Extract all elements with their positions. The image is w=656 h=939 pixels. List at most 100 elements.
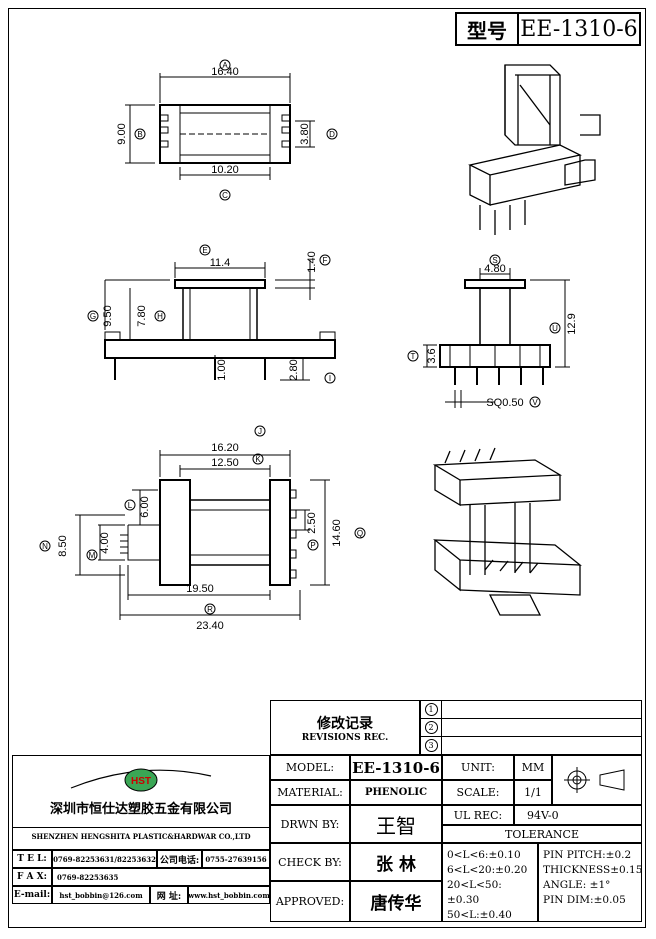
- marker-f: F: [323, 256, 328, 265]
- marker-e: E: [202, 246, 207, 255]
- tolerance-range-3: 20<L<50:±0.30: [447, 879, 502, 906]
- fax-value: 0769-82253635: [52, 868, 270, 886]
- dim-a: 16.40: [211, 66, 239, 78]
- company-block: HST 深圳市恒仕达塑胶五金有限公司 SHENZHEN HENGSHITA PL…: [12, 755, 270, 850]
- pin-pitch-tolerance: PIN PITCH:±0.2: [543, 849, 632, 861]
- email-value: hst_bobbin@126.com: [52, 886, 150, 904]
- drawn-value: 王智: [350, 805, 442, 843]
- revision-mark-1-label: 1: [424, 703, 438, 716]
- approved-value: 唐传华: [350, 881, 442, 922]
- pin-dim-tolerance: PIN DIM:±0.05: [543, 894, 626, 906]
- web-value: www.hst_bobbin.com: [188, 886, 270, 904]
- dim-r: 23.40: [196, 620, 224, 632]
- angle-tolerance: ANGLE: ±1°: [543, 879, 611, 891]
- marker-h: H: [157, 312, 163, 321]
- side-view-drawing: E 11.4 1.40 F 9.50 G 7.80 H 1.00 2.80 I: [87, 244, 336, 384]
- marker-k: K: [255, 455, 261, 464]
- revision-mark-3-label: 3: [424, 739, 438, 752]
- model-value: EE-1310-6: [350, 755, 442, 780]
- tolerance-range-2: 6<L<20:±0.20: [447, 864, 528, 876]
- revision-mark-1: 1: [420, 700, 442, 719]
- dim-t: 3.6: [426, 348, 438, 363]
- revision-row-1: [441, 700, 642, 719]
- dim-p: 2.50: [306, 512, 318, 533]
- tolerance-ranges: 0<L<6:±0.10 6<L<20:±0.20 20<L<50:±0.30 5…: [442, 843, 538, 922]
- ul-label: UL REC:: [442, 805, 514, 825]
- dim-c: 10.20: [211, 164, 239, 176]
- marker-j: J: [258, 427, 262, 436]
- unit-value: MM: [514, 755, 552, 780]
- revision-row-2: [441, 718, 642, 737]
- revision-row-3: [441, 736, 642, 755]
- dim-g: 9.50: [102, 305, 114, 326]
- title-block: 型号 EE-1310-6: [455, 12, 641, 46]
- title-label: 型号: [457, 14, 519, 44]
- marker-d: D: [329, 130, 335, 139]
- email-label: E-mail:: [12, 886, 52, 904]
- revisions-header: 修改记录 REVISIONS REC.: [270, 700, 420, 755]
- dim-e: 11.4: [210, 257, 231, 269]
- revision-mark-2-label: 2: [424, 721, 438, 734]
- marker-g: G: [90, 312, 96, 321]
- dim-b: 9.00: [116, 123, 128, 144]
- material-value: PHENOLIC: [350, 780, 442, 805]
- dim-u: 12.9: [566, 313, 578, 334]
- isometric-view-lower: [432, 447, 582, 616]
- dim-s: 4.80: [484, 263, 505, 275]
- end-view-drawing: S 4.80 12.9 U 3.6 T SQ0.50 V: [407, 254, 578, 409]
- marker-n: N: [42, 542, 48, 551]
- dim-j: 16.20: [211, 442, 239, 454]
- phone-value: 0755-27639156: [202, 850, 270, 868]
- dim-l: 6.00: [139, 496, 151, 517]
- dim-n: 8.50: [57, 535, 69, 556]
- marker-r: R: [207, 605, 213, 614]
- company-logo-text: HST: [131, 776, 151, 787]
- marker-l: L: [128, 501, 133, 510]
- isometric-view-upper: [468, 64, 601, 235]
- dim-m: 4.00: [99, 532, 111, 553]
- company-logo: HST: [70, 768, 212, 792]
- dim-pin: 1.00: [216, 359, 228, 380]
- dim-v: SQ0.50: [486, 397, 523, 409]
- tolerance-range-4: 50<L:±0.40: [447, 909, 512, 921]
- marker-q: Q: [357, 529, 363, 538]
- phone-label: 公司电话:: [157, 850, 202, 868]
- projection-symbol: [552, 755, 642, 805]
- marker-c: C: [222, 191, 228, 200]
- thickness-tolerance: THICKNESS±0.15: [543, 864, 643, 876]
- tel-value: 0769-82253631/82253632: [52, 850, 157, 868]
- revision-mark-3: 3: [420, 736, 442, 755]
- dim-k: 12.50: [211, 457, 239, 469]
- dim-k-pin: 2.80: [288, 359, 300, 380]
- marker-i: I: [329, 374, 331, 383]
- material-label: MATERIAL:: [270, 780, 350, 805]
- revisions-title-cn: 修改记录: [317, 715, 373, 732]
- marker-b: B: [137, 130, 142, 139]
- model-label: MODEL:: [270, 755, 350, 780]
- marker-v: V: [532, 398, 538, 407]
- tolerance-other: PIN PITCH:±0.2 THICKNESS±0.15 ANGLE: ±1°…: [538, 843, 642, 922]
- marker-t: T: [411, 352, 416, 361]
- company-name-en: SHENZHEN HENGSHITA PLASTIC&HARDWAR CO.,L…: [13, 827, 269, 841]
- dim-h: 7.80: [136, 305, 148, 326]
- projection-symbol-icon: [564, 767, 625, 793]
- ul-value: 94V-0: [514, 805, 642, 825]
- check-value: 张 林: [350, 843, 442, 881]
- tolerance-label: TOLERANCE: [442, 825, 642, 843]
- drawn-label: DRWN BY:: [270, 805, 350, 843]
- web-label: 网 址:: [150, 886, 188, 904]
- company-name-cn: 深圳市恒仕达塑胶五金有限公司: [49, 802, 232, 817]
- title-block-table: 修改记录 REVISIONS REC. 1 2 3 HST 深圳市恒仕达塑胶五金…: [12, 700, 642, 922]
- fax-label: F A X:: [12, 868, 52, 886]
- top-view-drawing: A 16.40 9.00 B 10.20 C 3.80 D: [116, 59, 338, 201]
- scale-label: SCALE:: [442, 780, 514, 805]
- dim-q: 14.60: [331, 519, 343, 547]
- dim-d: 3.80: [299, 123, 311, 144]
- marker-p: P: [310, 541, 315, 550]
- bottom-view-drawing: J 16.20 K 12.50 6.00 L 4.00 M 8.50 N 19.…: [39, 425, 366, 632]
- marker-s: S: [492, 256, 497, 265]
- tolerance-range-1: 0<L<6:±0.10: [447, 849, 521, 861]
- marker-u: U: [552, 324, 558, 333]
- revision-mark-2: 2: [420, 718, 442, 737]
- check-label: CHECK BY:: [270, 843, 350, 881]
